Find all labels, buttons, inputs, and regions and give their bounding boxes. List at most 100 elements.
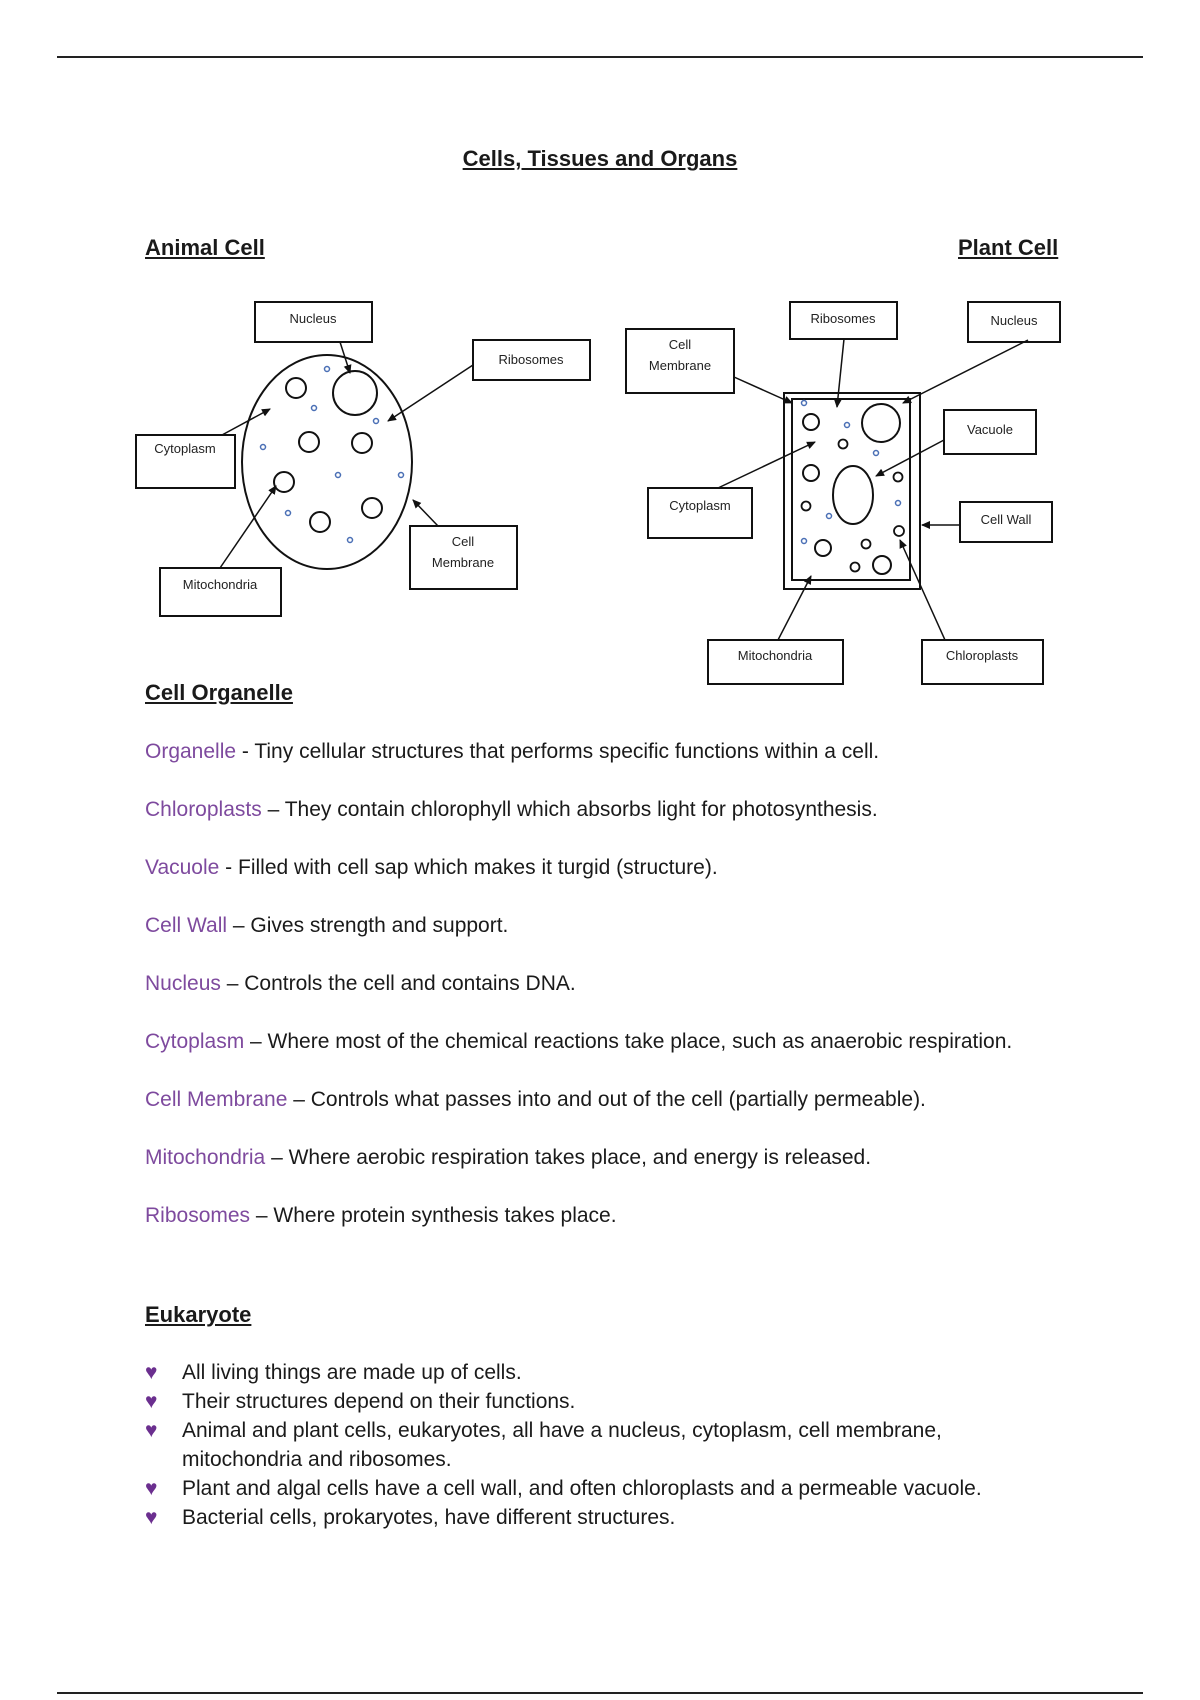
list-item: ♥ Their structures depend on their functi…: [145, 1387, 1045, 1416]
animal-nucleus-shape: [332, 370, 378, 416]
plant-nucleus-label: Nucleus: [991, 313, 1038, 328]
animal-nucleus-arrow: [339, 341, 352, 374]
definition-term: Nucleus: [145, 972, 221, 995]
plant-organelle: [892, 471, 904, 483]
plant-organelle: [893, 525, 905, 537]
top-rule: [57, 56, 1143, 58]
eukaryote-heading: Eukaryote: [145, 1302, 252, 1327]
definition-text: – Gives strength and support.: [227, 914, 509, 937]
animal-nucleus-label-box: [254, 301, 373, 343]
plant-organelle: [814, 539, 832, 557]
list-item: ♥ Animal and plant cells, eukaryotes, all…: [145, 1416, 1045, 1474]
heart-bullet-icon: ♥: [145, 1361, 158, 1384]
animal-mitochondria-label-box: [159, 567, 282, 617]
animal-cytoplasm-label: Cytoplasm: [154, 441, 215, 456]
animal-cell-membrane-label-line2: Membrane: [432, 555, 494, 570]
animal-ribosomes-label: Ribosomes: [498, 352, 564, 367]
definition-cell-membrane: Cell Membrane – Controls what passes int…: [145, 1085, 1045, 1114]
definition-term: Organelle: [145, 740, 237, 763]
plant-ribosomes-arrow: [833, 338, 845, 408]
definition-chloroplasts: Chloroplasts – They contain chlorophyll …: [145, 795, 1045, 824]
plant-organelle: [802, 464, 820, 482]
definition-term: Vacuole: [145, 856, 220, 879]
plant-organelle: [800, 500, 812, 512]
animal-cell-membrane-outline: [241, 354, 413, 570]
definition-text: – Where protein synthesis takes place.: [250, 1204, 617, 1227]
definition-term: Cytoplasm: [145, 1030, 245, 1053]
plant-cell-membrane-label-line2: Membrane: [649, 358, 711, 373]
animal-ribosomes-arrow: [387, 364, 474, 422]
plant-chloroplasts-label: Chloroplasts: [946, 648, 1019, 663]
plant-ribosomes-label: Ribosomes: [810, 311, 876, 326]
plant-cell-membrane-label-line1: Cell: [669, 337, 692, 352]
plant-nucleus-shape: [861, 403, 901, 443]
definition-term: Chloroplasts: [145, 798, 262, 821]
heart-bullet-icon: ♥: [145, 1419, 158, 1442]
plant-organelle: [860, 538, 872, 550]
plant-cell-wall-label-box: [959, 501, 1053, 543]
list-item-text: Animal and plant cells, eukaryotes, all …: [182, 1419, 942, 1471]
plant-cytoplasm-arrow: [717, 441, 816, 489]
animal-ribosome: [310, 404, 318, 412]
plant-organelle: [802, 413, 820, 431]
list-item-text: Bacterial cells, prokaryotes, have diffe…: [182, 1506, 676, 1529]
animal-nucleus-label: Nucleus: [290, 311, 337, 326]
list-item-text: Plant and algal cells have a cell wall, …: [182, 1477, 982, 1500]
animal-cell-membrane-label-line1: Cell: [452, 534, 475, 549]
eukaryote-list: ♥ All living things are made up of cells.…: [145, 1358, 1045, 1532]
definition-text: – Where aerobic respiration takes place,…: [265, 1146, 872, 1169]
plant-cytoplasm-label: Cytoplasm: [669, 498, 730, 513]
animal-mitochondrion: [298, 431, 320, 453]
definition-nucleus: Nucleus – Controls the cell and contains…: [145, 969, 1045, 998]
page-title: Cells, Tissues and Organs: [462, 146, 738, 171]
plant-cell-membrane-outline: [791, 398, 911, 581]
definition-text: - Tiny cellular structures that performs…: [236, 740, 880, 763]
plant-mitochondria-arrow: [777, 575, 812, 641]
animal-cell-diagram: Nucleus Ribosomes Cytoplasm Mitochondria…: [135, 301, 591, 617]
list-item-text: Their structures depend on their functio…: [182, 1390, 576, 1413]
animal-mitochondrion: [273, 471, 295, 493]
definition-term: Cell Wall: [145, 914, 228, 937]
plant-cytoplasm-label-box: [647, 487, 753, 539]
plant-ribosome: [800, 399, 808, 407]
animal-cytoplasm-label-box: [135, 434, 236, 489]
definition-organelle: Organelle - Tiny cellular structures tha…: [145, 737, 1045, 766]
plant-cell-wall-outline: [783, 392, 921, 590]
plant-vacuole-arrow: [875, 439, 945, 477]
definition-cytoplasm: Cytoplasm – Where most of the chemical r…: [145, 1027, 1045, 1056]
plant-vacuole-label: Vacuole: [967, 422, 1013, 437]
plant-organelle: [849, 561, 861, 573]
definition-text: - Filled with cell sap which makes it tu…: [219, 856, 718, 879]
plant-vacuole-shape: [832, 465, 874, 525]
plant-chloroplasts-arrow: [899, 539, 946, 641]
animal-cytoplasm-arrow: [221, 408, 271, 436]
list-item: ♥ All living things are made up of cells.: [145, 1358, 1045, 1387]
definition-text: – They contain chlorophyll which absorbs…: [261, 798, 878, 821]
definition-term: Cell Membrane: [145, 1088, 288, 1111]
animal-ribosome: [397, 471, 405, 479]
animal-ribosome: [372, 417, 380, 425]
plant-ribosome: [894, 499, 902, 507]
definition-text: – Controls the cell and contains DNA.: [220, 972, 576, 995]
plant-cell-wall-label: Cell Wall: [981, 512, 1032, 527]
cell-diagrams: Nucleus Ribosomes Cytoplasm Mitochondria…: [135, 301, 1061, 685]
plant-membrane-arrow: [733, 376, 793, 404]
plant-ribosome: [800, 537, 808, 545]
animal-mitochondrion: [309, 511, 331, 533]
animal-ribosome: [346, 536, 354, 544]
plant-ribosome: [872, 449, 880, 457]
list-item: ♥ Plant and algal cells have a cell wall,…: [145, 1474, 1045, 1503]
animal-membrane-arrow: [412, 499, 439, 527]
plant-cell-membrane-label-box: [625, 328, 735, 394]
list-item: ♥Bacterial cells, prokaryotes, have diff…: [145, 1503, 1045, 1532]
cell-organelle-heading: Cell Organelle: [145, 680, 293, 705]
definition-vacuole: Vacuole - Filled with cell sap which mak…: [145, 853, 1045, 882]
plant-cell-heading: Plant Cell: [958, 235, 1059, 260]
list-item-text: All living things are made up of cells.: [182, 1361, 522, 1384]
heart-bullet-icon: ♥: [145, 1477, 158, 1500]
animal-mitochondrion: [361, 497, 383, 519]
animal-ribosome: [259, 443, 267, 451]
heart-bullet-icon: ♥: [145, 1390, 158, 1413]
plant-chloroplasts-label-box: [921, 639, 1044, 685]
plant-cell-diagram: Ribosomes Nucleus Cell Membrane Vacuole …: [625, 301, 1061, 685]
